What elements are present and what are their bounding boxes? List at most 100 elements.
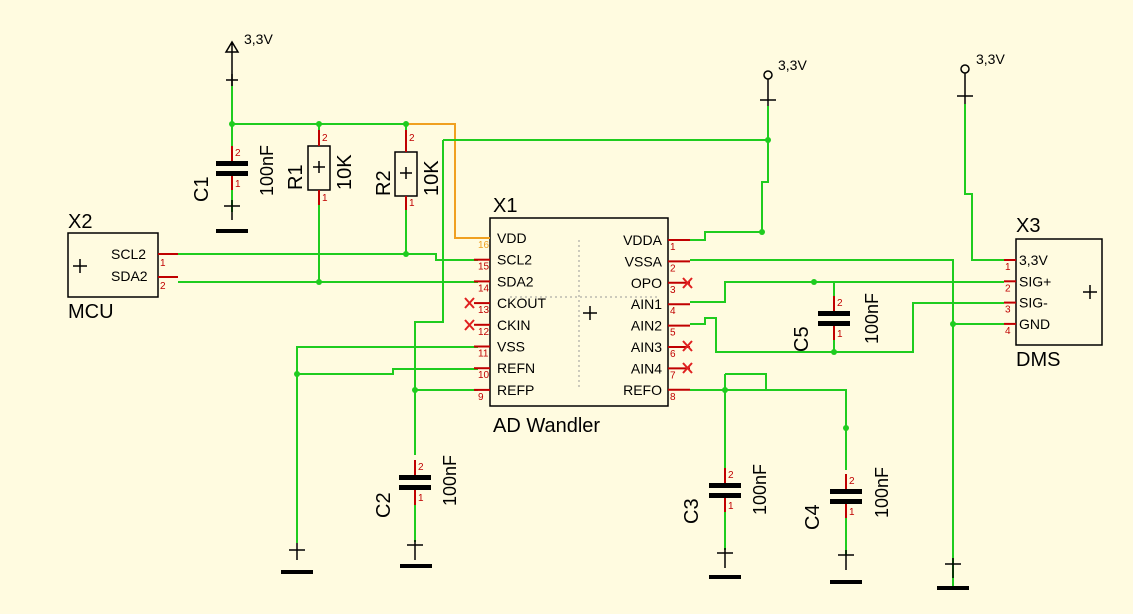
svg-text:AD Wandler: AD Wandler xyxy=(493,415,600,437)
capacitor-c2: 2 1 C2 100nF xyxy=(373,455,460,518)
svg-text:R2: R2 xyxy=(373,170,395,196)
svg-text:15: 15 xyxy=(478,262,490,273)
capacitor-c1: 2 1 C1 100nF xyxy=(191,145,277,202)
svg-text:1: 1 xyxy=(670,242,676,253)
supply-right: 3,3V xyxy=(957,51,1005,104)
svg-text:C4: C4 xyxy=(802,504,824,530)
svg-text:100nF: 100nF xyxy=(750,464,770,515)
svg-text:SIG+: SIG+ xyxy=(1019,273,1051,289)
x2-pin2-label: SDA2 xyxy=(111,268,148,284)
svg-text:8: 8 xyxy=(670,392,676,403)
svg-text:MCU: MCU xyxy=(68,301,114,323)
svg-text:100nF: 100nF xyxy=(440,455,460,506)
capacitor-c3: 2 1 C3 100nF xyxy=(681,464,770,524)
svg-text:10K: 10K xyxy=(334,154,356,190)
resistor-r2: 2 1 R2 10K xyxy=(373,130,443,210)
svg-text:2: 2 xyxy=(235,148,241,159)
svg-text:7: 7 xyxy=(670,370,676,381)
x1-pin-ain4: 7 AIN4 xyxy=(631,360,690,381)
svg-text:2: 2 xyxy=(670,263,676,274)
x1-pin-ain3: 6 AIN3 xyxy=(631,339,690,360)
svg-text:SCL2: SCL2 xyxy=(497,252,532,268)
svg-text:100nF: 100nF xyxy=(872,467,892,518)
x3-dms-connector: X3 DMS 1 3,3V 2 SIG+ 3 SIG- 4 GND xyxy=(1004,215,1103,371)
svg-text:4: 4 xyxy=(670,306,676,317)
svg-text:100nF: 100nF xyxy=(862,293,882,344)
x1-pin-refo: 8 REFO xyxy=(623,382,690,403)
svg-text:3,3V: 3,3V xyxy=(244,31,273,47)
svg-text:AIN3: AIN3 xyxy=(631,339,662,355)
svg-text:X3: X3 xyxy=(1016,215,1040,237)
svg-text:VDD: VDD xyxy=(497,230,527,246)
svg-text:4: 4 xyxy=(1005,326,1011,337)
x3-pin-3: 3 SIG- xyxy=(1004,295,1048,316)
junction-dots xyxy=(229,121,956,431)
nc-markers xyxy=(464,277,693,374)
svg-text:2: 2 xyxy=(409,133,415,144)
svg-text:13: 13 xyxy=(478,305,490,316)
svg-text:16: 16 xyxy=(478,240,490,251)
svg-text:X2: X2 xyxy=(68,211,92,233)
x1-pin-vssa: 2 VSSA xyxy=(625,253,690,274)
svg-text:C3: C3 xyxy=(681,498,703,524)
svg-text:R1: R1 xyxy=(285,164,307,190)
svg-text:VSSA: VSSA xyxy=(625,253,663,269)
svg-text:REFP: REFP xyxy=(497,382,534,398)
svg-text:1: 1 xyxy=(235,179,241,190)
capacitor-c5: 2 1 C5 100nF xyxy=(791,293,882,352)
svg-text:6: 6 xyxy=(670,349,676,360)
svg-text:VDDA: VDDA xyxy=(623,232,663,248)
svg-text:3,3V: 3,3V xyxy=(1019,252,1048,268)
svg-text:2: 2 xyxy=(1005,283,1011,294)
svg-text:10K: 10K xyxy=(421,160,443,196)
svg-text:CKIN: CKIN xyxy=(497,317,530,333)
capacitor-c4: 2 1 C4 100nF xyxy=(802,467,892,530)
svg-text:1: 1 xyxy=(409,198,415,209)
svg-text:AIN2: AIN2 xyxy=(631,318,662,334)
svg-text:3,3V: 3,3V xyxy=(778,57,807,73)
svg-text:DMS: DMS xyxy=(1016,349,1060,371)
svg-text:3: 3 xyxy=(1005,305,1011,316)
x3-pin-2: 2 SIG+ xyxy=(1004,273,1051,294)
x1-pin-scl2: 15 SCL2 xyxy=(474,252,532,273)
svg-text:AIN1: AIN1 xyxy=(631,296,662,312)
x1-pin-vdd: 16 VDD xyxy=(474,230,527,251)
ground-symbols xyxy=(216,200,969,590)
supply-left: 3,3V xyxy=(224,31,273,86)
svg-text:5: 5 xyxy=(670,328,676,339)
x3-pin-4: 4 GND xyxy=(1004,316,1050,337)
x1-pin-ain2: 5 AIN2 xyxy=(631,318,690,339)
x1-pin-ain1: 4 AIN1 xyxy=(631,296,690,317)
svg-text:C2: C2 xyxy=(373,492,395,518)
svg-text:1: 1 xyxy=(728,501,734,512)
x1-pin-ckin: 12 CKIN xyxy=(474,317,530,338)
svg-text:SIG-: SIG- xyxy=(1019,295,1048,311)
resistor-r1: 2 1 R1 10K xyxy=(285,130,356,205)
svg-text:1: 1 xyxy=(160,258,166,269)
svg-text:11: 11 xyxy=(478,349,489,360)
svg-text:X1: X1 xyxy=(493,195,517,217)
svg-text:3: 3 xyxy=(670,285,676,296)
svg-text:VSS: VSS xyxy=(497,339,525,355)
svg-text:1: 1 xyxy=(322,193,328,204)
svg-text:GND: GND xyxy=(1019,316,1050,332)
x3-pin-1: 1 3,3V xyxy=(1004,252,1048,273)
svg-text:1: 1 xyxy=(849,507,855,518)
svg-text:AIN4: AIN4 xyxy=(631,360,662,376)
svg-text:2: 2 xyxy=(837,298,843,309)
svg-text:2: 2 xyxy=(849,476,855,487)
svg-text:1: 1 xyxy=(1005,262,1011,273)
svg-text:2: 2 xyxy=(160,281,166,292)
svg-text:C5: C5 xyxy=(791,326,813,352)
svg-text:12: 12 xyxy=(478,327,490,338)
svg-text:C1: C1 xyxy=(191,176,213,202)
svg-text:REFO: REFO xyxy=(623,382,662,398)
svg-text:2: 2 xyxy=(322,133,328,144)
